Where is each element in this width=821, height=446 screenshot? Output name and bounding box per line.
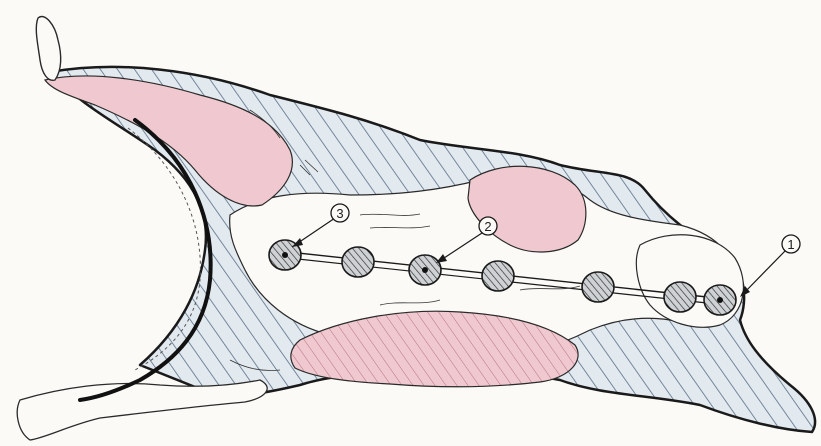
marker-center-dot [717,297,723,303]
callout-2-label: 2 [484,219,491,234]
marker-circle [342,247,374,277]
callout-1: 1 [740,235,800,297]
marker-circle [582,272,614,302]
callout-3-label: 3 [336,206,343,221]
marker-circle [482,261,514,291]
foot-upper [36,17,60,81]
callout-1-label: 1 [787,237,794,252]
leg-lower [17,380,267,440]
marker-center-dot [282,252,288,258]
marker-center-dot [422,267,428,273]
marker-circle [664,282,696,312]
